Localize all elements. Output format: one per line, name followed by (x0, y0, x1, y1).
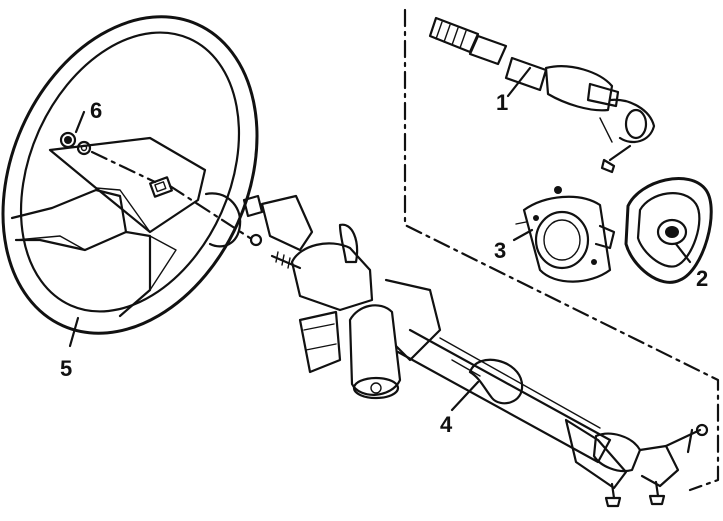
leader-4 (450, 380, 480, 412)
mounting-plate (515, 186, 616, 283)
leader-6 (74, 110, 86, 134)
detail-bracket (403, 8, 720, 492)
callout-1: 1 (496, 90, 508, 115)
callout-5: 5 (60, 356, 72, 381)
leader-lines (68, 66, 692, 412)
intermediate-shaft (428, 16, 656, 174)
hub-nut-and-washer (59, 131, 252, 240)
steering-wheel (1, 15, 259, 335)
dust-boot (624, 177, 713, 284)
leader-5 (68, 316, 80, 348)
callout-3: 3 (494, 238, 506, 263)
steering-column (242, 194, 709, 508)
callout-4: 4 (440, 412, 453, 437)
callout-2: 2 (696, 266, 708, 291)
leader-3 (512, 228, 534, 242)
callout-labels: 1 2 3 4 5 6 (60, 90, 708, 437)
callout-6: 6 (90, 98, 102, 123)
leader-1 (506, 66, 532, 98)
leader-2 (674, 242, 692, 264)
